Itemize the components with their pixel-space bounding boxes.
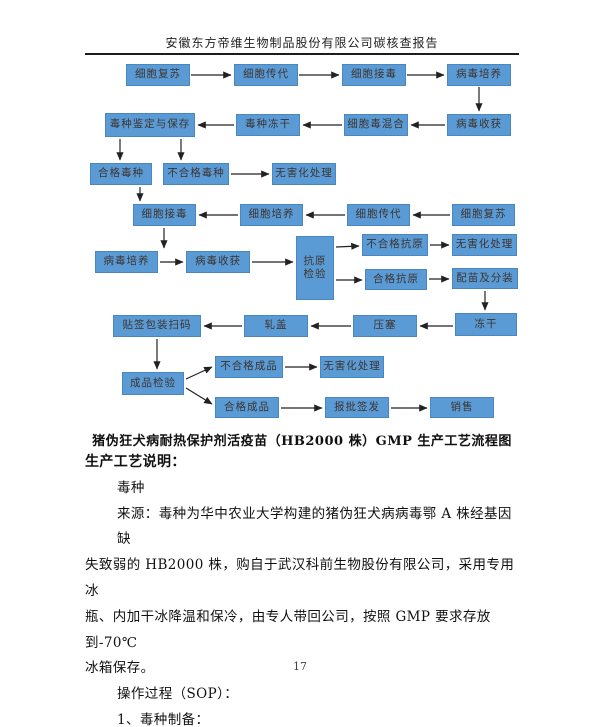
flow-box-cell-recovery-2: 细胞复苏 [452, 204, 515, 226]
page-number: 17 [293, 660, 307, 673]
flow-box-antigen-testing: 抗原检验 [296, 236, 334, 300]
flow-box-virus-culture: 病毒培养 [447, 64, 511, 86]
body-line: 瓶、内加干冰降温和保冷，由专人带回公司，按照 GMP 要求存放到-70℃ [85, 608, 491, 651]
flow-box-unqualified-antigen: 不合格抗原 [362, 234, 428, 256]
flow-box-virus-harvest: 病毒收获 [447, 114, 511, 136]
header-rule [85, 53, 519, 55]
production-flowchart: 细胞复苏 细胞传代 细胞接毒 病毒培养 毒种鉴定与保存 毒种冻干 细胞毒混合 病… [90, 64, 518, 449]
flow-box-lyophilization: 冻干 [455, 313, 517, 336]
flow-box-cell-inoculation: 细胞接毒 [342, 64, 406, 86]
flow-box-harmless-treatment-2: 无害化处理 [452, 234, 517, 256]
flow-box-batch-release: 报批签发 [325, 397, 389, 418]
flow-box-seed-lyophilization: 毒种冻干 [236, 114, 300, 136]
process-description: 生产工艺说明： 毒种 来源：毒种为华中农业大学构建的猪伪狂犬病病毒鄂 A 株经基… [85, 450, 521, 727]
flow-arrow [185, 366, 213, 380]
flow-box-sales: 销售 [430, 397, 494, 418]
flow-box-cell-virus-mixing: 细胞毒混合 [344, 114, 408, 136]
flow-box-cell-culture: 细胞培养 [240, 204, 303, 226]
flow-box-labeling-packaging: 贴签包装扫码 [113, 315, 201, 337]
flow-box-cell-inoculation-2: 细胞接毒 [133, 204, 196, 226]
flow-box-harmless-treatment-3: 无害化处理 [320, 356, 384, 378]
flow-box-virus-harvest-2: 病毒收获 [186, 251, 250, 273]
flow-box-harmless-treatment-1: 无害化处理 [272, 163, 336, 185]
flow-box-finished-product-testing: 成品检验 [122, 372, 184, 395]
flow-arrow [185, 387, 213, 405]
flow-box-unqualified-product: 不合格成品 [215, 356, 283, 378]
flow-box-cell-passage: 细胞传代 [234, 64, 298, 86]
flow-box-qualified-antigen: 合格抗原 [365, 269, 427, 290]
flow-box-cell-recovery: 细胞复苏 [126, 64, 190, 86]
flowchart-caption: 猪伪狂犬病耐热保护剂活疫苗（HB2000 株）GMP 生产工艺流程图 [92, 434, 512, 449]
body-line: 1、毒种制备： [117, 711, 210, 727]
flow-arrow [335, 242, 360, 250]
flow-box-capping: 轧盖 [244, 315, 308, 337]
section-title: 生产工艺说明： [85, 454, 186, 470]
flow-box-stoppering: 压塞 [353, 315, 417, 337]
flow-box-unqualified-seed: 不合格毒种 [163, 163, 229, 185]
body-line: 失致弱的 HB2000 株，购自于武汉科前生物股份有限公司，采用专用冰 [85, 557, 515, 599]
body-line: 操作过程（SOP）： [117, 686, 239, 703]
flow-box-qualified-product: 合格成品 [215, 397, 279, 418]
flow-box-vaccine-prep-filling: 配苗及分装 [452, 268, 518, 289]
flow-box-qualified-seed: 合格毒种 [90, 163, 152, 185]
flow-box-cell-passage-2: 细胞传代 [347, 204, 410, 226]
body-line: 冰箱保存。 [85, 660, 155, 677]
flow-box-virus-culture-2: 病毒培养 [95, 251, 158, 273]
flow-box-seed-identification: 毒种鉴定与保存 [105, 113, 195, 137]
page-header-title: 安徽东方帝维生物制品股份有限公司碳核查报告 [165, 36, 439, 50]
body-line: 毒种 [117, 479, 145, 496]
body-line: 来源：毒种为华中农业大学构建的猪伪狂犬病病毒鄂 A 株经基因缺 [117, 505, 512, 548]
